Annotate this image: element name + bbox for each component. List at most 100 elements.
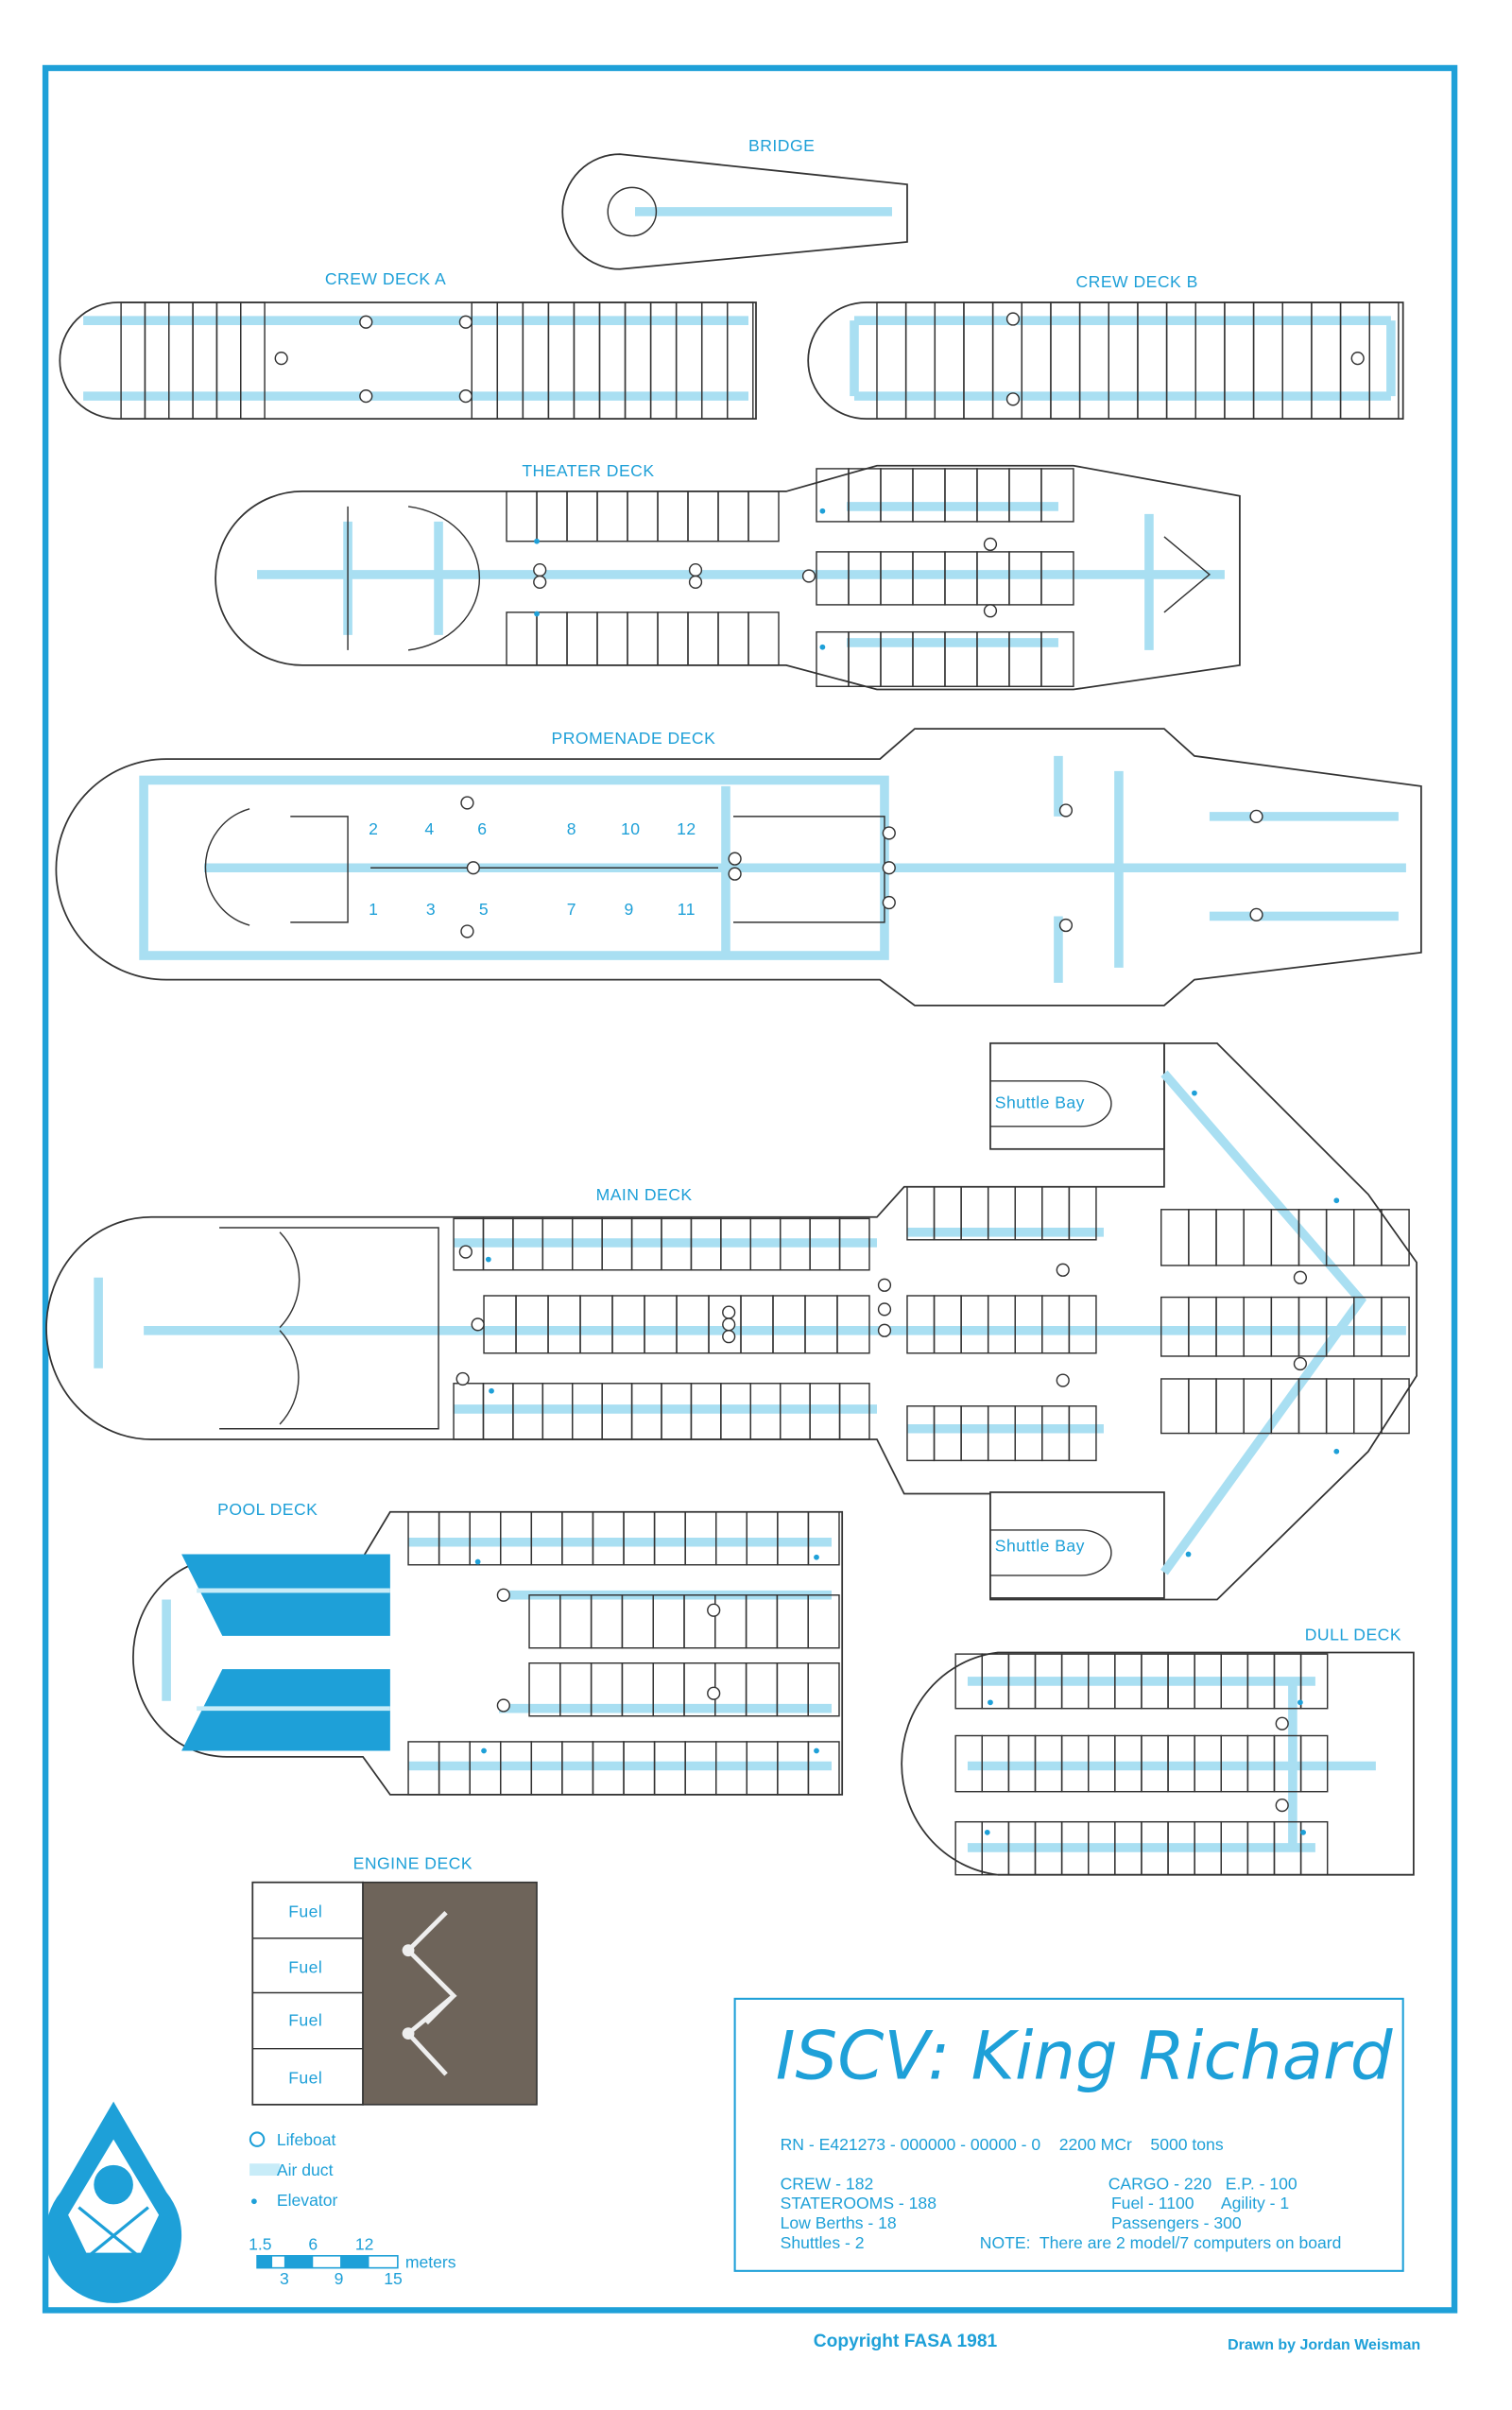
cabin bbox=[807, 1511, 840, 1566]
cabin bbox=[727, 301, 754, 420]
cabin-row bbox=[1160, 1296, 1410, 1357]
cabin-row bbox=[407, 1741, 840, 1796]
cabin-row bbox=[453, 1217, 870, 1271]
cabin-row bbox=[816, 630, 1074, 688]
cabin-5: 5 bbox=[479, 900, 489, 919]
cabin bbox=[1381, 1296, 1410, 1357]
cabin-8: 8 bbox=[567, 819, 576, 838]
cabin bbox=[1040, 630, 1074, 688]
fasa-logo bbox=[45, 2101, 182, 2303]
stat-passengers: Passengers - 300 bbox=[1111, 2213, 1242, 2232]
cabin-row bbox=[954, 1734, 1329, 1793]
cabin bbox=[836, 1295, 870, 1354]
cabin-row bbox=[120, 301, 266, 420]
crew-deck-a-label: CREW DECK A bbox=[325, 269, 446, 288]
cabin-row bbox=[906, 1295, 1097, 1354]
cabin-7: 7 bbox=[567, 900, 576, 919]
cabin bbox=[747, 611, 780, 666]
pool-upper bbox=[181, 1554, 390, 1636]
cabin bbox=[1040, 551, 1074, 606]
scale-tick-6: 6 bbox=[308, 2234, 318, 2253]
cabin-4: 4 bbox=[424, 819, 434, 838]
cabin-2: 2 bbox=[369, 819, 378, 838]
fuel-tank-3: Fuel bbox=[288, 2011, 322, 2030]
stat-shuttles: Shuttles - 2 bbox=[781, 2233, 865, 2252]
cabin bbox=[1299, 1820, 1329, 1876]
legend-lifeboat: Lifeboat bbox=[277, 2130, 336, 2149]
scale-tick-12: 12 bbox=[355, 2234, 374, 2253]
cabin-row bbox=[906, 1186, 1097, 1241]
cabin-row bbox=[528, 1662, 840, 1717]
cabin bbox=[1068, 1405, 1097, 1462]
bridge-deck: BRIDGE bbox=[561, 136, 908, 270]
cabin bbox=[240, 301, 266, 420]
cabin-row bbox=[453, 1383, 870, 1440]
shuttle-bay-top: Shuttle Bay bbox=[995, 1093, 1085, 1112]
crew-deck-b: CREW DECK B bbox=[807, 272, 1404, 421]
dull-deck: DULL DECK bbox=[901, 1626, 1415, 1876]
cabin-3: 3 bbox=[426, 900, 436, 919]
promenade-deck: 2 4 6 8 10 12 1 3 5 7 9 11 PROMENADE DEC… bbox=[55, 728, 1422, 1007]
legend: Lifeboat Air duct Elevator bbox=[249, 2130, 338, 2210]
cabin-row bbox=[906, 1405, 1097, 1462]
cabin bbox=[747, 491, 780, 542]
cabin-row bbox=[483, 1295, 870, 1354]
cabin bbox=[1299, 1653, 1329, 1710]
cabin bbox=[1381, 1209, 1410, 1266]
main-deck: Shuttle Bay Shuttle Bay MAIN DECK bbox=[45, 1041, 1418, 1601]
cabin-11: 11 bbox=[678, 900, 696, 919]
registration-line: RN - E421273 - 000000 - 00000 - 0 2200 M… bbox=[781, 2135, 1224, 2154]
crew-deck-a: CREW DECK A bbox=[59, 269, 757, 421]
artist-credit: Drawn by Jordan Weisman bbox=[1228, 2337, 1420, 2353]
scale-bar: 1.5 6 12 3 9 15 meters bbox=[249, 2234, 456, 2288]
computer-note: NOTE: There are 2 model/7 computers on b… bbox=[980, 2233, 1342, 2252]
scale-unit: meters bbox=[405, 2253, 456, 2272]
pool-deck-label: POOL DECK bbox=[217, 1500, 318, 1519]
cabin-row bbox=[506, 491, 780, 542]
cabin-row bbox=[471, 301, 754, 420]
engine-deck: Fuel Fuel Fuel Fuel ENGINE DECK bbox=[251, 1853, 538, 2106]
pool-deck: POOL DECK bbox=[132, 1500, 844, 1796]
cabin-row bbox=[1160, 1378, 1410, 1435]
theater-deck-label: THEATER DECK bbox=[522, 461, 654, 480]
legend-elevator: Elevator bbox=[277, 2191, 338, 2210]
cabin-row bbox=[876, 301, 1400, 420]
scale-tick-1-5: 1.5 bbox=[249, 2234, 272, 2253]
cabin bbox=[807, 1594, 840, 1649]
cabin bbox=[1040, 468, 1074, 523]
ship-info-box: ISCV: King Richard RN - E421273 - 000000… bbox=[733, 1997, 1404, 2272]
cabin-6: 6 bbox=[477, 819, 487, 838]
cabin bbox=[1381, 1378, 1410, 1435]
scale-tick-15: 15 bbox=[384, 2269, 403, 2288]
cabin bbox=[1368, 301, 1400, 420]
scale-tick-3: 3 bbox=[280, 2269, 289, 2288]
dull-deck-label: DULL DECK bbox=[1305, 1626, 1401, 1644]
bridge-label: BRIDGE bbox=[748, 136, 815, 155]
cabin-row bbox=[528, 1594, 840, 1649]
crew-deck-b-label: CREW DECK B bbox=[1075, 272, 1197, 291]
stat-fuel-agility: Fuel - 1100 Agility - 1 bbox=[1111, 2194, 1289, 2212]
theater-deck: THEATER DECK bbox=[215, 461, 1241, 691]
cabin bbox=[807, 1741, 840, 1796]
cabin bbox=[838, 1217, 870, 1271]
stat-low-berths: Low Berths - 18 bbox=[781, 2213, 897, 2232]
cabin-9: 9 bbox=[624, 900, 633, 919]
ship-title: ISCV: King Richard bbox=[776, 2018, 1393, 2095]
cabin-1: 1 bbox=[369, 900, 378, 919]
outer-border bbox=[42, 64, 1458, 2314]
cabin bbox=[807, 1662, 840, 1717]
promenade-deck-label: PROMENADE DECK bbox=[552, 729, 716, 748]
main-deck-label: MAIN DECK bbox=[596, 1185, 693, 1204]
stat-cargo-ep: CARGO - 220 E.P. - 100 bbox=[1108, 2174, 1297, 2193]
cabin-row bbox=[816, 551, 1074, 606]
fuel-tank-4: Fuel bbox=[288, 2068, 322, 2087]
cabin-12: 12 bbox=[677, 819, 696, 838]
cabin-10: 10 bbox=[621, 819, 641, 838]
scale-tick-9: 9 bbox=[335, 2269, 344, 2288]
stat-staterooms: STATEROOMS - 188 bbox=[781, 2194, 937, 2212]
cabin-row bbox=[1160, 1209, 1410, 1266]
copyright: Copyright FASA 1981 bbox=[814, 2332, 998, 2351]
cabin bbox=[1068, 1295, 1097, 1354]
cabin-row bbox=[506, 611, 780, 666]
